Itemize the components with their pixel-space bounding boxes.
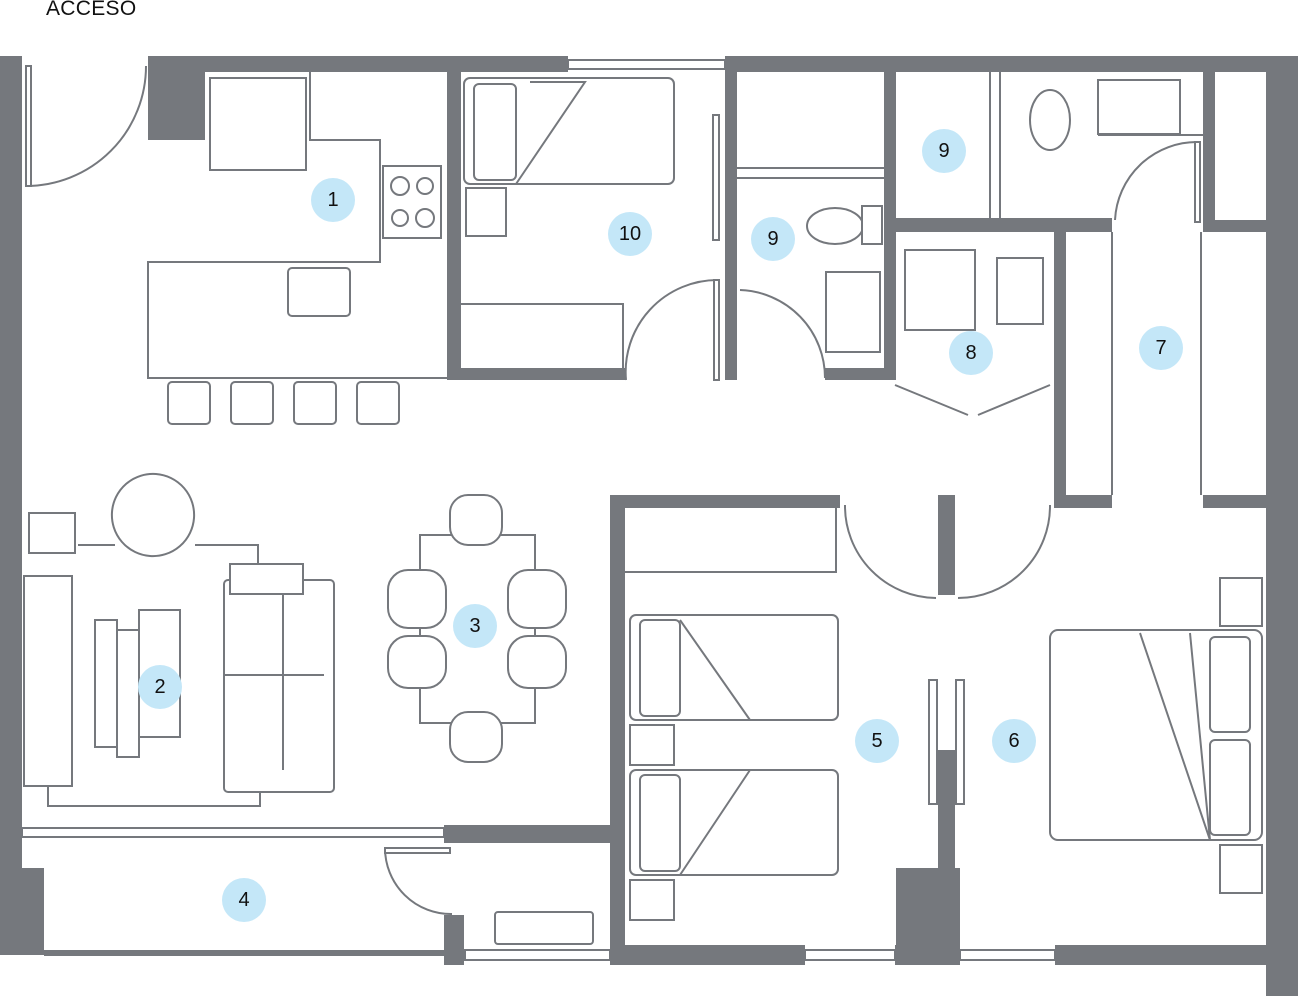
windows bbox=[21, 59, 1056, 961]
room-label-10: 10 bbox=[608, 212, 652, 256]
room-number: 6 bbox=[1008, 730, 1019, 752]
room-number: 10 bbox=[619, 223, 641, 245]
room-number: 1 bbox=[327, 189, 338, 211]
room-label-3: 3 bbox=[453, 604, 497, 648]
room-label-4: 4 bbox=[222, 878, 266, 922]
access-label: ACCESO bbox=[46, 0, 137, 20]
room-label-6: 6 bbox=[992, 719, 1036, 763]
room-label-2: 2 bbox=[138, 665, 182, 709]
furniture bbox=[23, 72, 1263, 945]
room-label-7: 7 bbox=[1139, 326, 1183, 370]
doors bbox=[25, 65, 1201, 916]
room-label-8: 8 bbox=[949, 331, 993, 375]
room-number: 5 bbox=[871, 730, 882, 752]
room-number: 4 bbox=[238, 889, 249, 911]
room-number: 9 bbox=[938, 140, 949, 162]
room-number: 8 bbox=[965, 342, 976, 364]
walls bbox=[0, 56, 1298, 996]
room-label-5: 5 bbox=[855, 719, 899, 763]
room-label-1: 1 bbox=[311, 178, 355, 222]
room-number: 9 bbox=[767, 228, 778, 250]
room-label-9b: 9 bbox=[922, 129, 966, 173]
room-number: 2 bbox=[154, 676, 165, 698]
room-label-9a: 9 bbox=[751, 217, 795, 261]
room-number: 7 bbox=[1155, 337, 1166, 359]
room-number: 3 bbox=[469, 615, 480, 637]
